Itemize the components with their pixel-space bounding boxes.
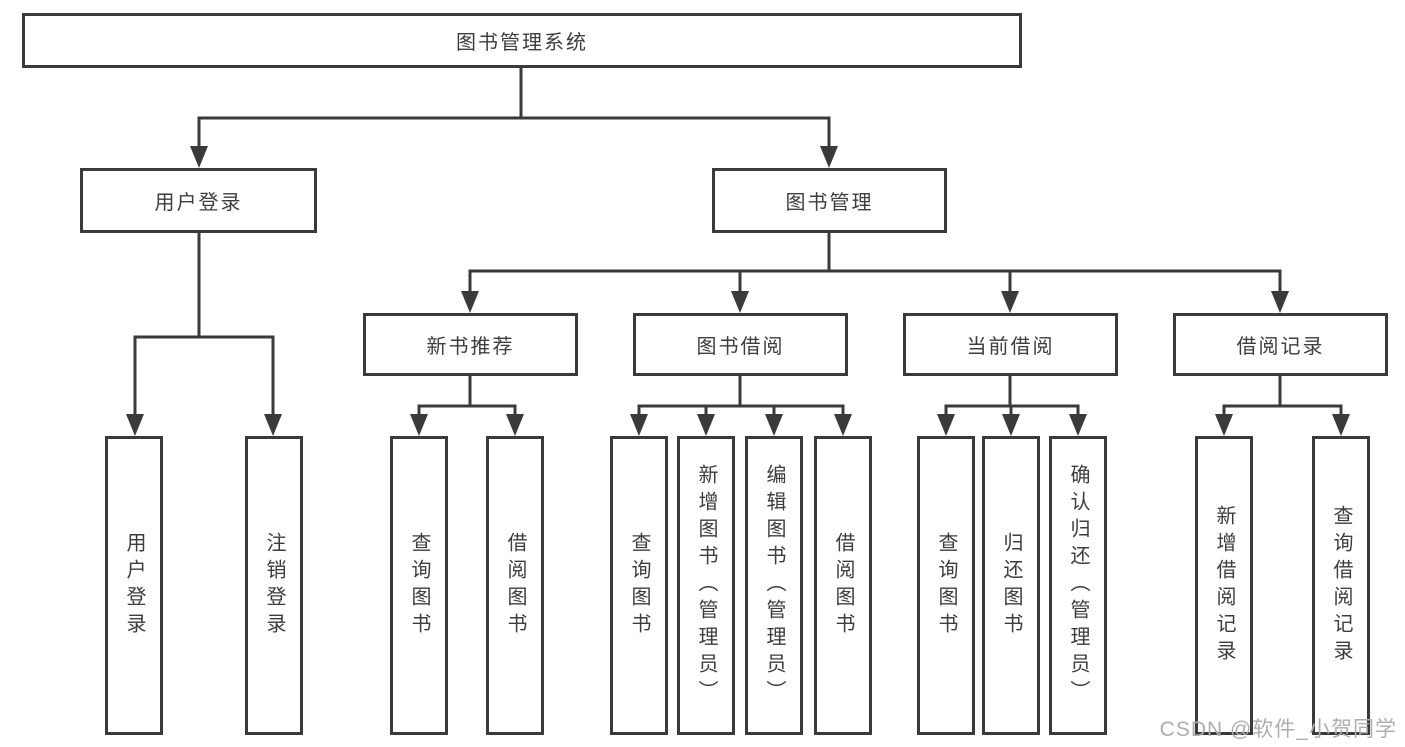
connector-new-book-recommend-to-leaves: [410, 376, 524, 436]
node-book-borrow: 图书借阅: [633, 313, 848, 376]
node-leaf-user-login: 用户登录: [105, 436, 163, 735]
node-current-borrow-label: 当前借阅: [966, 336, 1055, 358]
connector-current-borrow-to-leaves: [937, 376, 1087, 436]
node-leaf-return-book: 归还图书: [982, 436, 1040, 735]
node-leaf-user-login-label: 用户登录: [123, 531, 145, 640]
node-new-book-recommend: 新书推荐: [363, 313, 578, 376]
node-leaf-query-books-current-label: 查询图书: [935, 531, 957, 640]
node-leaf-query-books-recommend-label: 查询图书: [408, 531, 430, 640]
connector-user-login-to-leaves: [126, 233, 282, 436]
node-user-login: 用户登录: [80, 168, 317, 233]
node-book-management-label: 图书管理: [785, 192, 874, 214]
node-leaf-edit-book-admin-label: 编辑图书（管理员）: [763, 464, 785, 707]
node-leaf-borrow-books-recommend-label: 借阅图书: [504, 531, 526, 640]
node-leaf-query-borrow-record-label: 查询借阅记录: [1330, 504, 1352, 667]
node-leaf-add-book-admin: 新增图书（管理员）: [677, 436, 735, 735]
node-user-login-label: 用户登录: [154, 192, 243, 214]
node-leaf-borrow-books-label: 借阅图书: [832, 531, 854, 640]
node-leaf-logout-label: 注销登录: [263, 531, 285, 640]
node-borrow-records-label: 借阅记录: [1236, 336, 1325, 358]
connector-book-management-to-level3: [461, 233, 1289, 313]
node-leaf-query-books-recommend: 查询图书: [390, 436, 448, 735]
node-leaf-return-book-label: 归还图书: [1000, 531, 1022, 640]
node-leaf-borrow-books: 借阅图书: [814, 436, 872, 735]
watermark: CSDN @软件_小贺同学: [1159, 718, 1397, 741]
node-leaf-add-book-admin-label: 新增图书（管理员）: [695, 464, 717, 707]
node-leaf-confirm-return-admin-label: 确认归还（管理员）: [1067, 464, 1089, 707]
node-leaf-query-books-borrow-label: 查询图书: [628, 531, 650, 640]
node-leaf-confirm-return-admin: 确认归还（管理员）: [1049, 436, 1107, 735]
node-book-management: 图书管理: [712, 168, 947, 233]
node-leaf-logout: 注销登录: [245, 436, 303, 735]
connector-book-borrow-to-leaves: [630, 376, 852, 436]
connector-root-to-level2: [190, 68, 838, 168]
node-leaf-add-borrow-record-label: 新增借阅记录: [1213, 504, 1235, 667]
node-leaf-edit-book-admin: 编辑图书（管理员）: [745, 436, 803, 735]
node-current-borrow: 当前借阅: [903, 313, 1118, 376]
node-borrow-records: 借阅记录: [1173, 313, 1388, 376]
node-leaf-add-borrow-record: 新增借阅记录: [1195, 436, 1253, 735]
node-root: 图书管理系统: [22, 13, 1022, 68]
node-leaf-query-books-borrow: 查询图书: [610, 436, 668, 735]
node-leaf-query-books-current: 查询图书: [917, 436, 975, 735]
node-root-label: 图书管理系统: [456, 32, 588, 54]
node-leaf-borrow-books-recommend: 借阅图书: [486, 436, 544, 735]
node-new-book-recommend-label: 新书推荐: [426, 336, 515, 358]
node-book-borrow-label: 图书借阅: [696, 336, 785, 358]
node-leaf-query-borrow-record: 查询借阅记录: [1312, 436, 1370, 735]
connector-borrow-records-to-leaves: [1215, 376, 1350, 436]
